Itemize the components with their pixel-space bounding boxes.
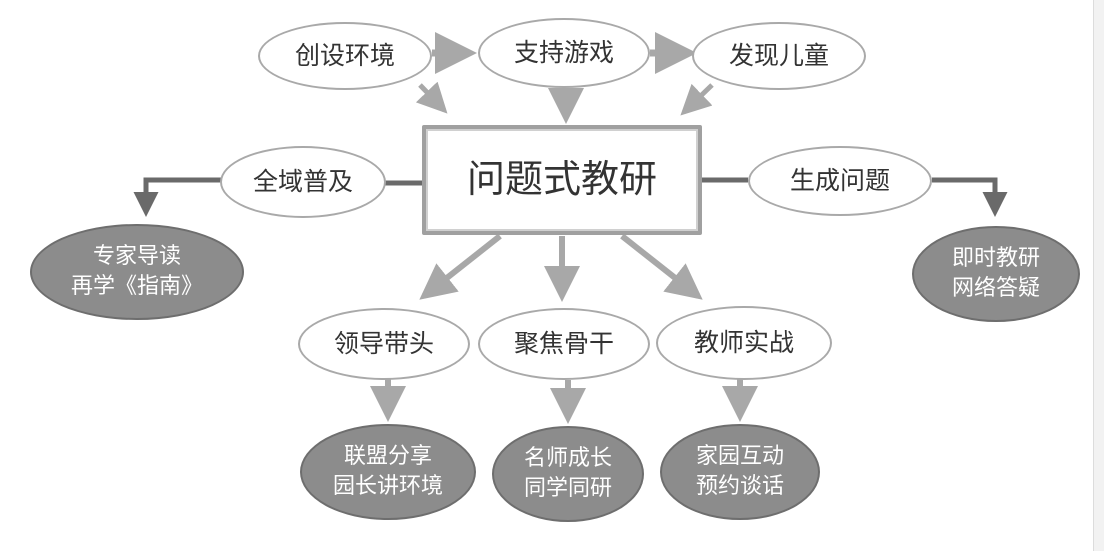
node-create-environment: 创设环境 bbox=[258, 22, 432, 90]
node-alliance-sharing: 联盟分享 园长讲环境 bbox=[300, 424, 476, 520]
arrow-center-to-lead bbox=[419, 233, 502, 300]
node-generate-questions: 生成问题 bbox=[748, 146, 932, 216]
node-famous-teacher-growth: 名师成长 同学同研 bbox=[492, 426, 644, 522]
node-instant-research: 即时教研 网络答疑 bbox=[912, 226, 1080, 322]
node-teacher-practice: 教师实战 bbox=[656, 306, 832, 380]
node-discover-children: 发现儿童 bbox=[692, 22, 866, 90]
node-home-school-interaction: 家园互动 预约谈话 bbox=[660, 424, 820, 520]
node-problem-based-research: 问题式教研 bbox=[422, 125, 702, 235]
page-edge-strip bbox=[1093, 0, 1104, 551]
node-full-popularization: 全域普及 bbox=[220, 146, 386, 218]
arrow-discover-to-center bbox=[680, 83, 714, 116]
node-support-play: 支持游戏 bbox=[478, 18, 650, 88]
connector-popularize-to-expert bbox=[133, 177, 222, 217]
node-leadership-first: 领导带头 bbox=[298, 308, 470, 380]
arrow-center-to-teacher bbox=[620, 233, 703, 300]
arrow-create-to-center bbox=[415, 81, 448, 114]
connector-generate-to-instant bbox=[932, 177, 1008, 217]
node-expert-guided-reading: 专家导读 再学《指南》 bbox=[30, 224, 244, 320]
node-focus-backbone: 聚焦骨干 bbox=[478, 308, 650, 380]
